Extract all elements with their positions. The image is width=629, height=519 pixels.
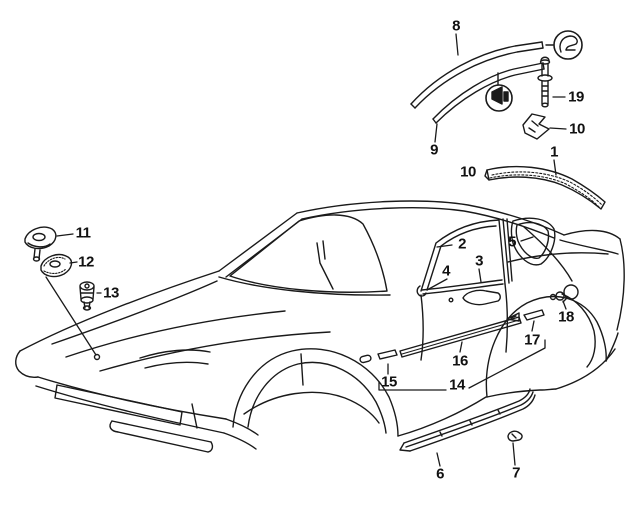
callout-3: 3: [475, 252, 483, 270]
detail-circle-molding-profile-8: [554, 31, 582, 59]
callout-6: 6: [436, 465, 444, 483]
callout-1: 1: [550, 143, 558, 161]
callout-8: 8: [452, 17, 460, 35]
callout-11: 11: [75, 224, 91, 242]
callout-17: 17: [524, 331, 540, 349]
callout-5: 5: [508, 233, 516, 251]
part-7-clip: [508, 431, 522, 441]
part-15-molding-end: [378, 350, 397, 359]
callout-12: 12: [78, 253, 94, 271]
leader-lines: [46, 34, 566, 466]
callout-7: 7: [512, 464, 520, 482]
bracket-14-right: [469, 340, 545, 388]
callout-18: 18: [558, 308, 574, 326]
callout-15: 15: [381, 373, 397, 391]
part-16-door-molding: [400, 313, 521, 357]
part-13-grommet: [80, 282, 94, 310]
door-lock: [449, 298, 453, 302]
detail-circle-molding-profile-9: [486, 73, 512, 111]
callout-10-clip: 10: [569, 120, 585, 138]
part-6-sill-strip: [400, 389, 535, 451]
part-8-roof-edge-molding: [411, 42, 553, 108]
part-10-clip: [523, 114, 549, 139]
part-1-seal-strip: [485, 167, 605, 209]
part-12-emblem-gasket: [41, 255, 71, 277]
wiper-arm: [317, 243, 333, 289]
belt-trim-corner: [417, 286, 426, 296]
callout-19: 19: [568, 88, 584, 106]
bracket-14-left: [379, 382, 446, 390]
callout-4: 4: [442, 262, 450, 280]
callout-14: 14: [449, 376, 465, 394]
callout-16: 16: [452, 352, 468, 370]
callout-10-strip: 10: [460, 163, 476, 181]
part-11-emblem: [25, 227, 56, 261]
part-9-roof-molding: [433, 63, 544, 123]
callout-9: 9: [430, 141, 438, 159]
door-handle: [463, 290, 500, 304]
callout-2: 2: [458, 235, 466, 253]
part-17-molding-end: [524, 310, 544, 320]
car-body-outline: [16, 201, 624, 452]
side-marker: [359, 355, 371, 363]
part-18-body-plug: [551, 285, 579, 302]
part-19-rivet: [538, 57, 552, 107]
hood-emblem-mount-dot: [95, 355, 100, 360]
callout-13: 13: [103, 284, 119, 302]
